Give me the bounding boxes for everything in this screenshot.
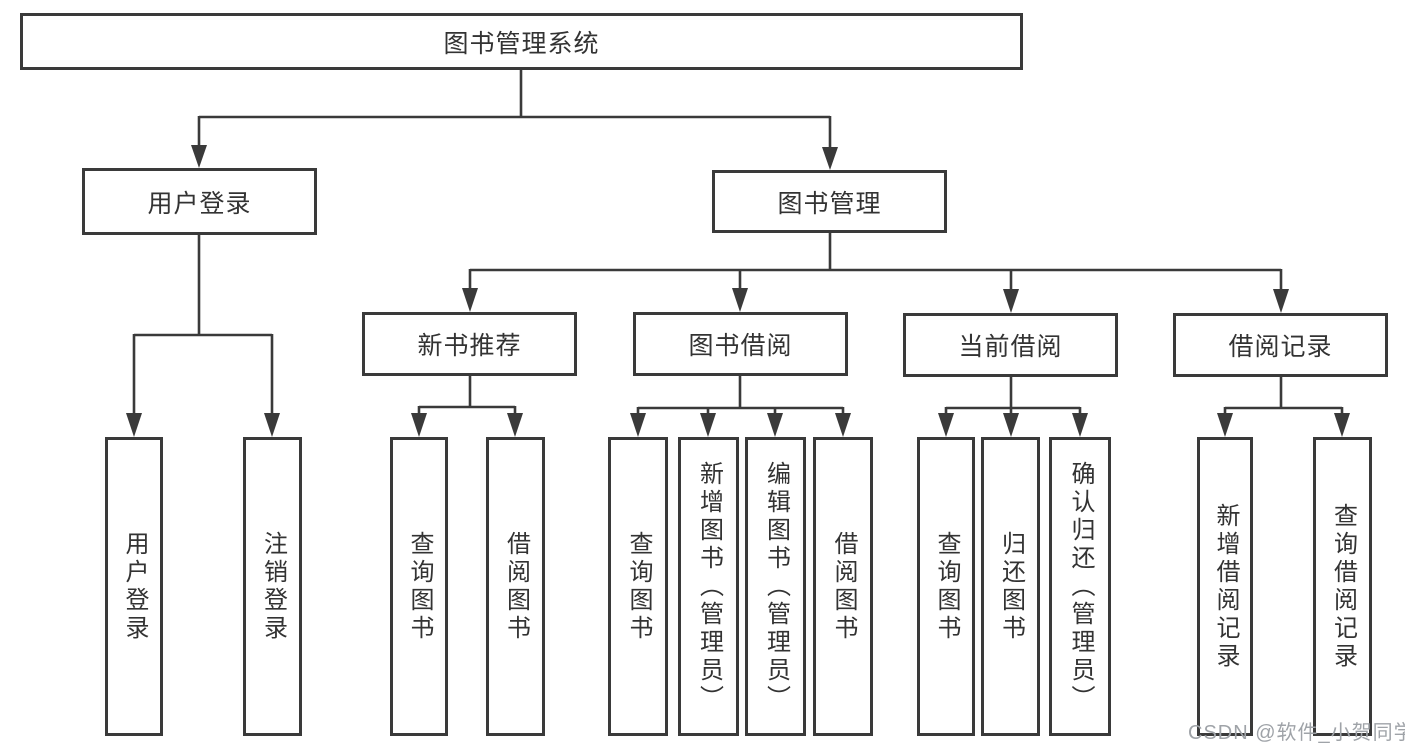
leaf-user-login: 用户登录 [105,437,163,736]
leaf-return-books: 归还图书 [981,437,1040,736]
node-library-management-system: 图书管理系统 [20,13,1023,70]
node-book-borrowing: 图书借阅 [633,312,848,376]
leaf-borrow-books-borrowing: 借阅图书 [813,437,873,736]
node-current-borrowing: 当前借阅 [903,313,1118,377]
node-user-login: 用户登录 [82,168,317,235]
leaf-query-books-recommend: 查询图书 [390,437,448,736]
leaf-add-borrow-record: 新增借阅记录 [1197,437,1253,736]
leaf-query-borrow-record: 查询借阅记录 [1313,437,1372,736]
leaf-borrow-books-recommend: 借阅图书 [486,437,545,736]
leaf-logout: 注销登录 [243,437,302,736]
leaf-query-books-current: 查询图书 [917,437,975,736]
node-book-management: 图书管理 [712,170,947,233]
leaf-add-book-admin: 新增图书（管理员） [678,437,739,736]
node-borrowing-records: 借阅记录 [1173,313,1388,377]
csdn-watermark: CSDN @软件_小贺同学 [1188,722,1405,744]
leaf-query-books-borrowing: 查询图书 [608,437,668,736]
leaf-edit-book-admin: 编辑图书（管理员） [745,437,806,736]
arrowhead-icons [126,145,1350,437]
node-new-book-recommendation: 新书推荐 [362,312,577,376]
leaf-confirm-return-admin: 确认归还（管理员） [1049,437,1111,736]
